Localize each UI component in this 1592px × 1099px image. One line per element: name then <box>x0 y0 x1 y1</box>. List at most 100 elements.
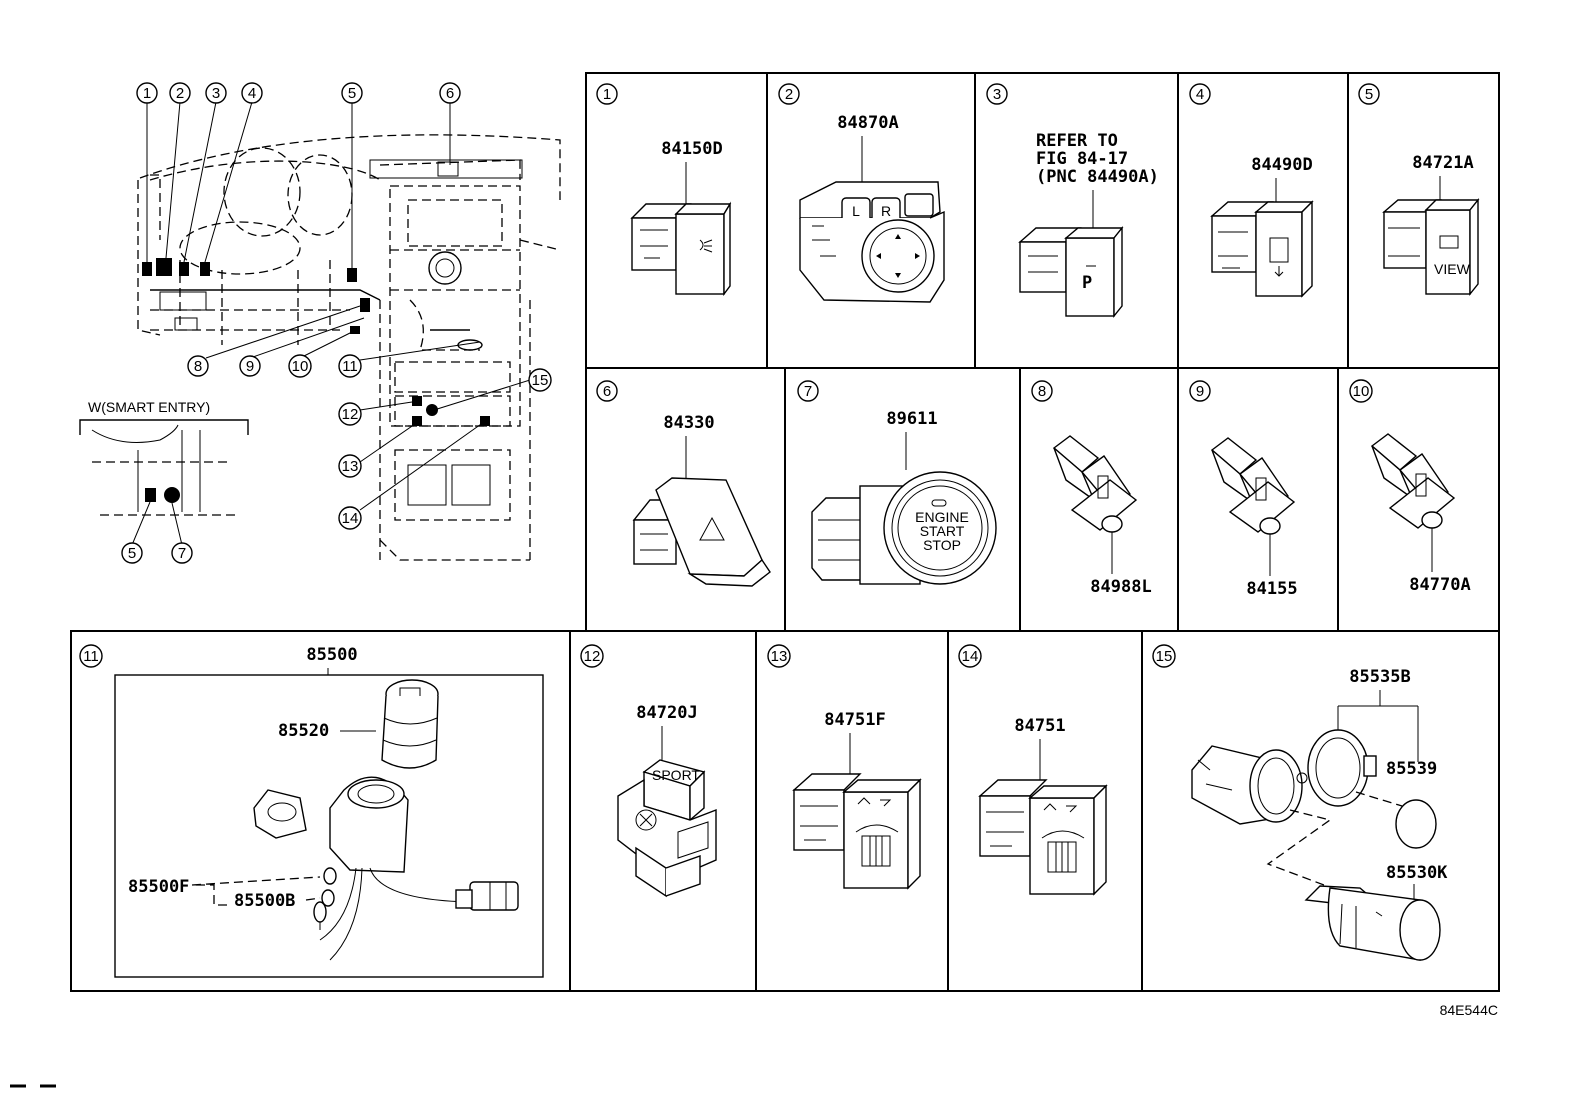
callout-7-inset: 7 <box>171 542 193 564</box>
svg-text:6: 6 <box>446 85 454 102</box>
svg-text:L: L <box>852 203 860 219</box>
callout-1: 1 <box>136 82 158 104</box>
cell-9: 9 84155 <box>1189 380 1298 599</box>
socket-84155 <box>1210 437 1296 535</box>
refer-note-line-3: (PNC 84490A) <box>1036 167 1159 187</box>
svg-text:12: 12 <box>342 406 359 423</box>
lighter-socket <box>253 776 409 873</box>
outlet-cap <box>1307 729 1377 807</box>
svg-text:3: 3 <box>993 86 1001 103</box>
svg-text:5: 5 <box>348 85 356 102</box>
callout-5-inset: 5 <box>121 542 143 564</box>
part-84150D: 84150D <box>661 139 722 159</box>
callout-2: 2 <box>169 82 191 104</box>
socket-84988L <box>1052 435 1138 533</box>
part-84751F: 84751F <box>824 710 885 730</box>
part-85500: 85500 <box>306 645 357 665</box>
callout-13: 13 <box>338 454 362 478</box>
svg-text:14: 14 <box>962 648 979 665</box>
svg-text:15: 15 <box>532 372 549 389</box>
svg-text:11: 11 <box>342 358 358 375</box>
cell-14: 14 84751 <box>958 644 1108 896</box>
svg-text:R: R <box>881 203 891 219</box>
svg-text:5: 5 <box>128 545 136 562</box>
svg-text:13: 13 <box>342 458 359 475</box>
cell-4: 4 84490D <box>1189 83 1314 298</box>
callout-5: 5 <box>341 82 363 104</box>
cell-7: 7 89611 ENGINE START STOP <box>797 380 997 585</box>
callout-8: 8 <box>187 355 209 377</box>
refer-note-line-2: FIG 84-17 <box>1036 149 1128 169</box>
part-89611: 89611 <box>886 409 937 429</box>
svg-text:8: 8 <box>1038 383 1046 400</box>
seat-heater-switch-84751 <box>978 779 1108 896</box>
part-84751: 84751 <box>1014 716 1065 736</box>
svg-text:3: 3 <box>212 85 220 102</box>
smart-entry-label: W(SMART ENTRY) <box>88 399 210 415</box>
part-85535B: 85535B <box>1349 667 1410 687</box>
part-84330: 84330 <box>663 413 714 433</box>
svg-text:14: 14 <box>342 510 359 527</box>
callout-9: 9 <box>239 355 261 377</box>
svg-text:7: 7 <box>178 545 186 562</box>
cell-13: 13 84751F <box>767 644 922 890</box>
switch-84490D <box>1210 200 1314 298</box>
callout-3: 3 <box>205 82 227 104</box>
sport-switch: SPORT <box>617 759 717 898</box>
part-84490D: 84490D <box>1251 155 1312 175</box>
svg-text:13: 13 <box>771 648 788 665</box>
callout-11: 11 <box>338 354 362 378</box>
part-84720J: 84720J <box>636 703 697 723</box>
callout-4: 4 <box>241 82 263 104</box>
svg-text:ENGINE: ENGINE <box>915 509 969 525</box>
cell-1: 1 84150D <box>596 83 732 297</box>
cell-2: 2 84870A L R <box>778 83 945 303</box>
mirror-switch-84870A: L R <box>799 181 945 303</box>
part-84721A: 84721A <box>1412 153 1473 173</box>
switch-84150D <box>630 201 732 297</box>
cell-10: 10 84770A <box>1349 379 1471 595</box>
svg-text:7: 7 <box>804 383 812 400</box>
svg-text:9: 9 <box>246 358 254 375</box>
callout-10: 10 <box>288 354 312 378</box>
callout-15: 15 <box>528 368 552 392</box>
part-85500B: 85500B <box>234 891 295 911</box>
cell-12: 12 84720J SPORT <box>580 644 717 898</box>
svg-text:P: P <box>1082 273 1092 293</box>
cell-6: 6 84330 <box>596 380 771 587</box>
svg-text:START: START <box>920 523 965 539</box>
svg-text:4: 4 <box>248 85 256 102</box>
hazard-switch <box>632 477 771 587</box>
part-84770A: 84770A <box>1409 575 1470 595</box>
svg-text:10: 10 <box>292 358 309 375</box>
callout-14: 14 <box>338 506 362 530</box>
svg-text:VIEW: VIEW <box>1434 261 1471 277</box>
power-outlet-socket <box>1191 745 1308 825</box>
svg-text:2: 2 <box>785 86 793 103</box>
callout-6: 6 <box>439 82 461 104</box>
part-85539: 85539 <box>1386 759 1437 779</box>
svg-text:1: 1 <box>143 85 151 102</box>
svg-text:6: 6 <box>603 383 611 400</box>
seat-heater-switch-84751F <box>792 773 922 890</box>
smart-entry-inset: W(SMART ENTRY) 5 7 <box>79 399 249 564</box>
svg-text:12: 12 <box>584 648 601 665</box>
part-85530K: 85530K <box>1386 863 1448 883</box>
svg-text:1: 1 <box>603 86 611 103</box>
cell-11: 11 85500 85520 <box>79 644 544 978</box>
callout-12: 12 <box>338 402 362 426</box>
svg-text:STOP: STOP <box>923 537 961 553</box>
svg-text:5: 5 <box>1365 86 1373 103</box>
svg-text:8: 8 <box>194 358 202 375</box>
part-84155: 84155 <box>1246 579 1297 599</box>
svg-text:15: 15 <box>1156 648 1173 665</box>
cell-3: 3 REFER TO FIG 84-17 (PNC 84490A) P <box>986 83 1159 318</box>
cell-5: 5 84721A VIEW <box>1358 83 1480 296</box>
refer-note-line-1: REFER TO <box>1036 131 1118 151</box>
parking-switch: P <box>1018 226 1124 318</box>
svg-text:SPORT: SPORT <box>652 767 700 783</box>
parts-grid <box>70 72 1500 992</box>
socket-84770A <box>1370 433 1456 529</box>
